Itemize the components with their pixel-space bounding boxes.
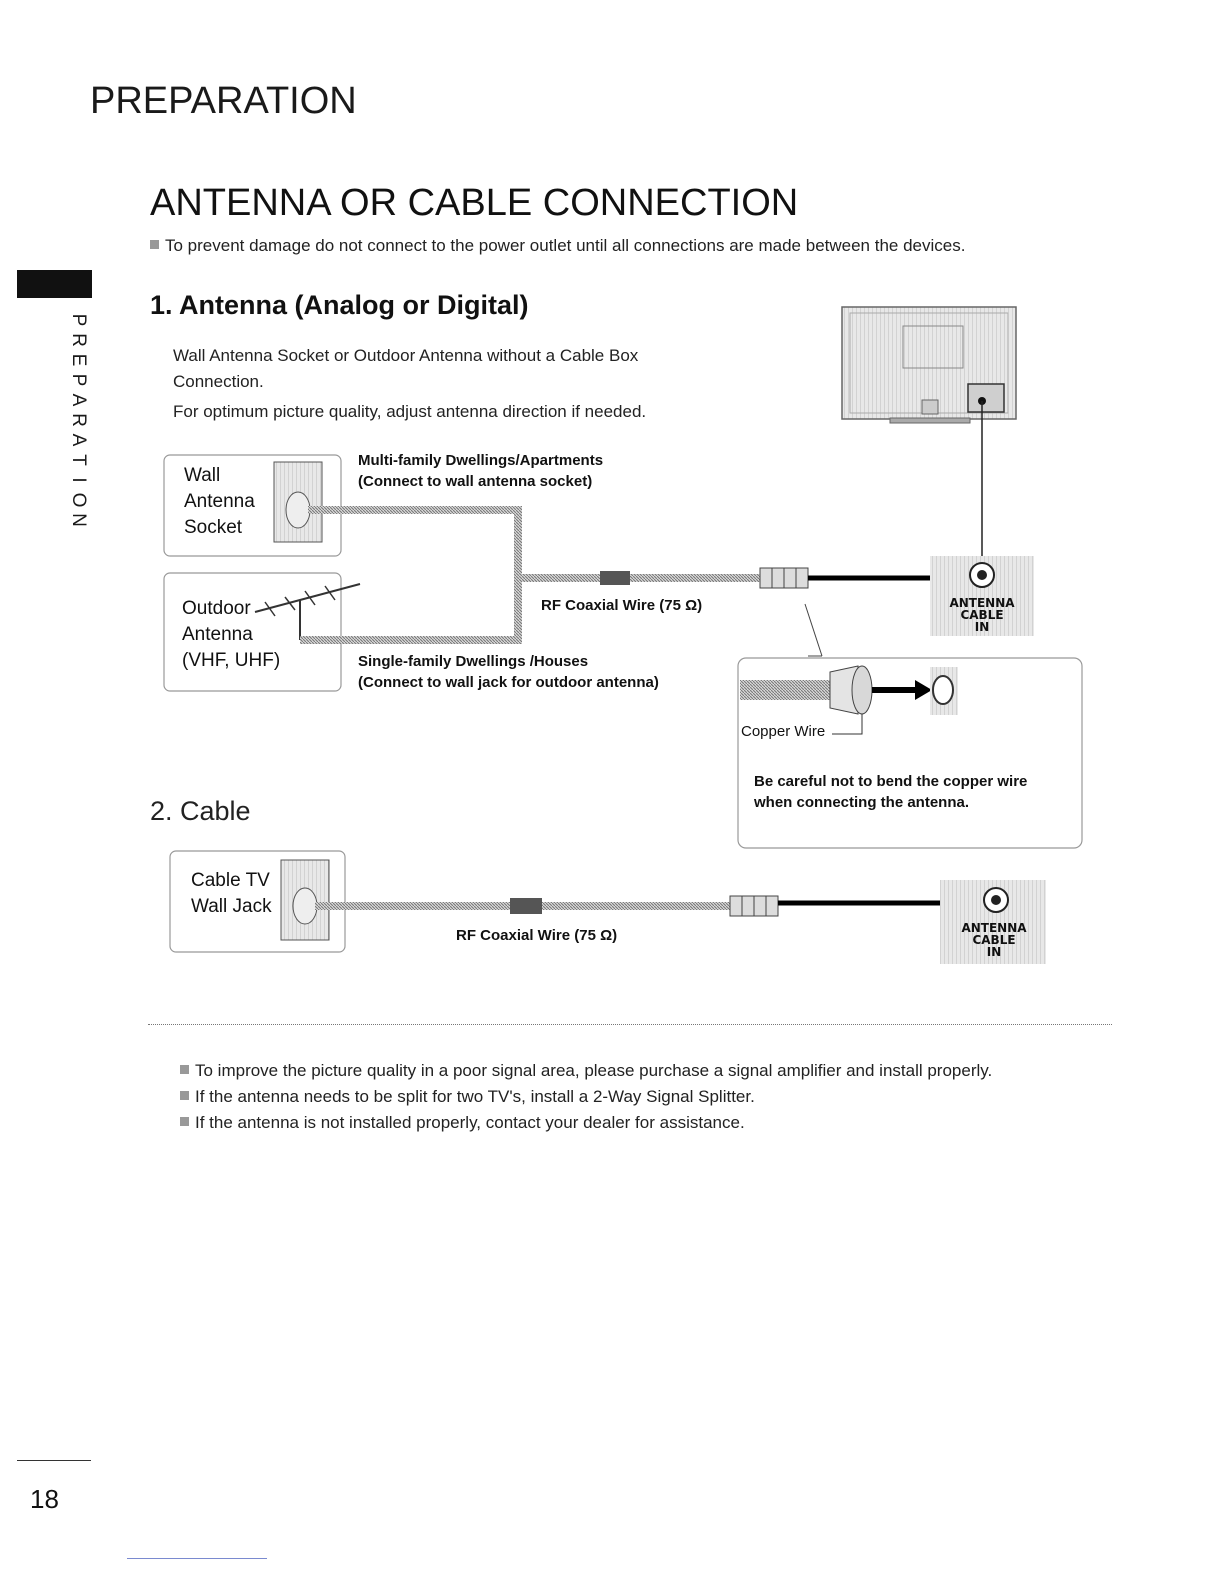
copper-wire-label: Copper Wire bbox=[741, 723, 826, 740]
antenna-desc-line2: For optimum picture quality, adjust ante… bbox=[173, 402, 647, 421]
cable-wire-caption: RF Coaxial Wire (75 Ω) bbox=[456, 927, 618, 944]
cable-jack-panel-icon bbox=[940, 880, 1046, 964]
bottom-rule bbox=[127, 1558, 267, 1559]
outdoor-antenna-label: Outdoor Antenna (VHF, UHF) bbox=[182, 598, 281, 671]
cable-wall-jack-label: Cable TV Wall Jack bbox=[191, 870, 272, 917]
outdoor-antenna-icon bbox=[163, 572, 361, 692]
tip-item: If the antenna is not installed properly… bbox=[180, 1110, 1100, 1136]
antenna-jack-panel-icon bbox=[930, 556, 1034, 636]
wall-antenna-socket-label: Wall Antenna Socket bbox=[184, 465, 255, 538]
page-title: ANTENNA OR CABLE CONNECTION bbox=[150, 182, 799, 224]
section-header: PREPARATION bbox=[90, 80, 357, 122]
single-family-caption: Single-family Dwellings /Houses (Connect… bbox=[358, 653, 659, 691]
antenna-heading: 1. Antenna (Analog or Digital) bbox=[150, 290, 529, 320]
section-divider bbox=[148, 1024, 1112, 1025]
intro-note: To prevent damage do not connect to the … bbox=[150, 236, 965, 256]
bullet-icon bbox=[150, 240, 159, 249]
cable-coax-connector-icon bbox=[729, 895, 779, 917]
cable-heading: 2. Cable bbox=[150, 796, 251, 826]
cable-wall-jack-icon bbox=[169, 850, 346, 953]
copper-wire-note: Be careful not to bend the copper wire w… bbox=[754, 773, 1028, 811]
cable-jack-label: ANTENNA CABLE IN bbox=[961, 921, 1027, 959]
wall-antenna-socket-icon bbox=[163, 454, 342, 557]
antenna-desc-line1: Wall Antenna Socket or Outdoor Antenna w… bbox=[173, 346, 639, 391]
tip-item: If the antenna needs to be split for two… bbox=[180, 1084, 1100, 1110]
page-number: 18 bbox=[30, 1484, 59, 1514]
bullet-icon bbox=[180, 1117, 189, 1126]
tv-rear-icon bbox=[841, 306, 1017, 424]
copper-wire-detail-box bbox=[737, 657, 1083, 849]
antenna-jack-label: ANTENNA CABLE IN bbox=[949, 596, 1015, 634]
tips-list: To improve the picture quality in a poor… bbox=[180, 1058, 1100, 1136]
cable-connection-diagram bbox=[169, 850, 1046, 964]
bullet-icon bbox=[180, 1065, 189, 1074]
coax-connector-icon bbox=[759, 567, 809, 589]
antenna-connection-diagram bbox=[163, 306, 1083, 849]
multi-family-caption: Multi-family Dwellings/Apartments (Conne… bbox=[358, 452, 604, 490]
intro-note-text: To prevent damage do not connect to the … bbox=[165, 236, 966, 255]
footer-rule bbox=[17, 1460, 91, 1461]
tip-item: To improve the picture quality in a poor… bbox=[180, 1058, 1100, 1084]
bullet-icon bbox=[180, 1091, 189, 1100]
side-tab-marker bbox=[17, 270, 92, 298]
antenna-description: Wall Antenna Socket or Outdoor Antenna w… bbox=[173, 343, 733, 429]
antenna-wire-caption: RF Coaxial Wire (75 Ω) bbox=[541, 597, 703, 614]
